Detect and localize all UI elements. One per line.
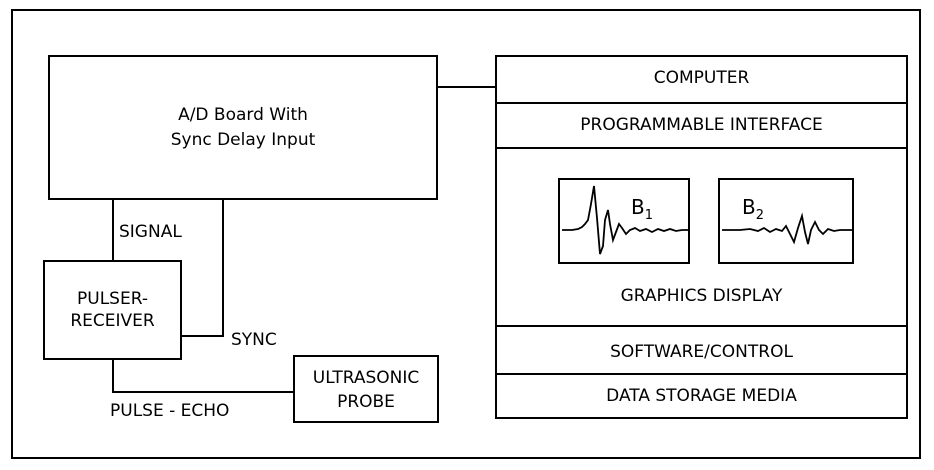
waveform-b1-trace — [562, 185, 690, 255]
sync-line-horizontal — [181, 335, 224, 337]
programmable-interface-label: PROGRAMMABLE INTERFACE — [580, 115, 823, 135]
data-storage-label: DATA STORAGE MEDIA — [606, 386, 797, 406]
waveform-b2-subscript: 2 — [755, 208, 765, 223]
sync-line-vertical — [222, 200, 224, 337]
computer-title: COMPUTER — [653, 68, 750, 88]
pulser-receiver-line1: PULSER- — [77, 289, 148, 309]
computer-box: COMPUTER PROGRAMMABLE INTERFACE B1 B2 GR… — [495, 55, 908, 419]
waveform-b1-panel: B1 — [558, 178, 690, 264]
probe-line1: ULTRASONIC — [312, 368, 420, 388]
ad-computer-connector — [438, 86, 496, 88]
pulse-echo-line-vertical — [112, 360, 114, 393]
pulse-echo-label: PULSE - ECHO — [110, 401, 230, 421]
waveform-b1-label: B1 — [631, 195, 654, 223]
computer-divider-3 — [497, 325, 906, 327]
ad-board-line1: A/D Board With — [178, 105, 308, 125]
waveform-b2-label: B2 — [742, 195, 765, 223]
computer-divider-1 — [497, 102, 906, 104]
pulser-receiver-box: PULSER- RECEIVER — [43, 260, 182, 360]
signal-line — [112, 200, 114, 260]
ad-board-box: A/D Board With Sync Delay Input — [48, 55, 438, 200]
software-control-label: SOFTWARE/CONTROL — [610, 342, 793, 362]
waveform-b2-trace — [722, 212, 854, 245]
waveform-b1-subscript: 1 — [644, 208, 654, 223]
probe-line2: PROBE — [337, 392, 395, 412]
computer-divider-2 — [497, 147, 906, 149]
pulse-echo-line-horizontal — [112, 391, 294, 393]
signal-label: SIGNAL — [119, 222, 182, 242]
ultrasonic-probe-box: ULTRASONIC PROBE — [293, 355, 439, 423]
sync-label: SYNC — [231, 330, 277, 350]
diagram-frame — [11, 9, 921, 459]
pulser-receiver-line2: RECEIVER — [70, 311, 155, 331]
computer-divider-4 — [497, 373, 906, 375]
ad-board-line2: Sync Delay Input — [170, 130, 316, 150]
waveform-b2-panel: B2 — [718, 178, 854, 264]
graphics-display-label: GRAPHICS DISPLAY — [620, 286, 783, 306]
